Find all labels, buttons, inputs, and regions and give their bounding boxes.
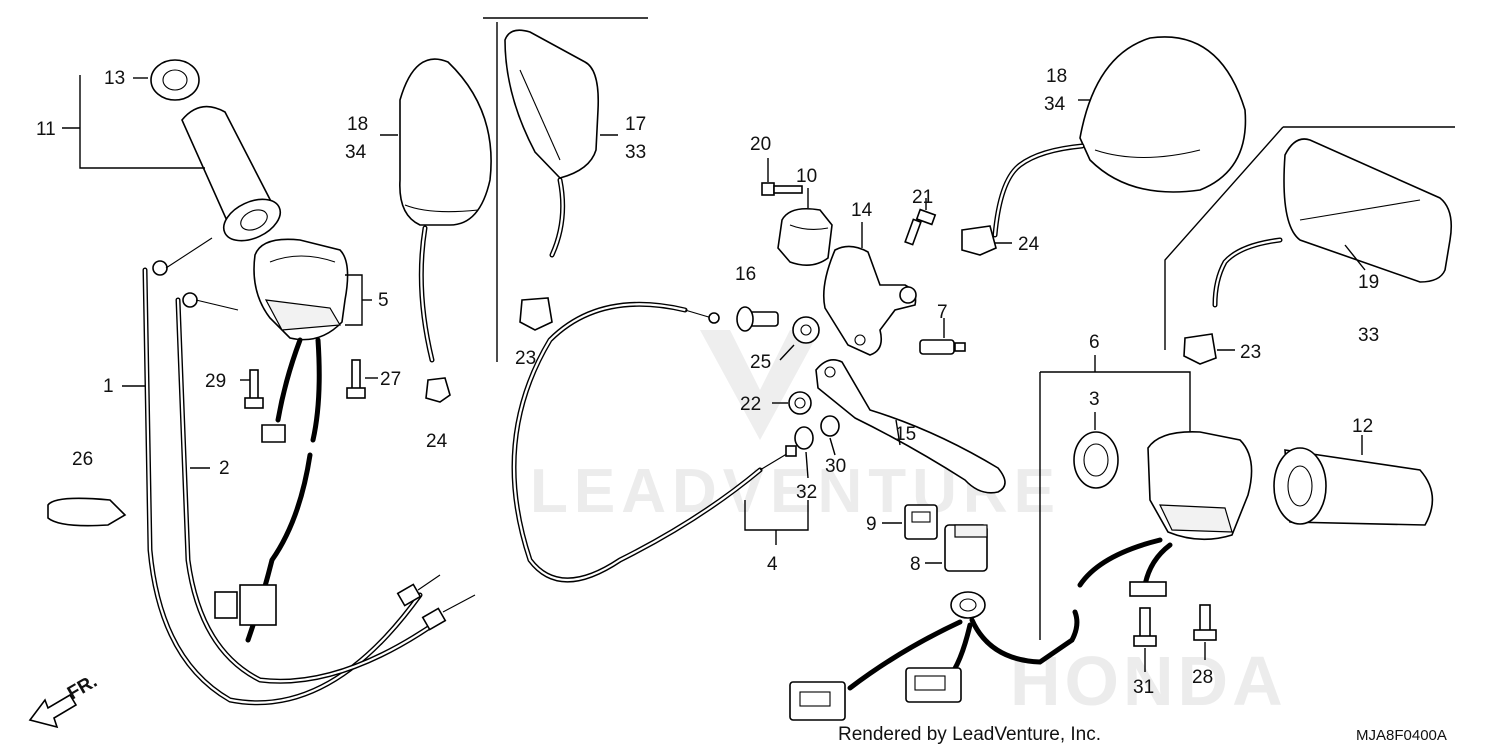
- callout-26: 26: [72, 449, 93, 470]
- bushing-3: [1073, 431, 1119, 489]
- clutch-lever-15: [815, 359, 1006, 494]
- callout-33-right: 33: [1358, 325, 1379, 346]
- callout-28: 28: [1192, 667, 1213, 688]
- adjuster-16: [736, 306, 779, 332]
- screw-21: [904, 208, 937, 246]
- callout-27: 27: [380, 369, 401, 390]
- right-connector-b: [905, 667, 962, 703]
- left-connector: [239, 584, 277, 626]
- callout-labels: 13 11 1 2 26 5 29 27 18 34 24 17 33 23 2…: [36, 66, 1379, 698]
- bolt-20: [761, 182, 803, 196]
- callout-12: 12: [1352, 416, 1373, 437]
- bushing-32: [794, 426, 814, 450]
- nut-23-right: [1183, 333, 1217, 365]
- screw-29: [244, 369, 264, 409]
- clutch-cable: [511, 301, 797, 583]
- callout-6: 6: [1089, 332, 1100, 353]
- nut-24-right: [961, 225, 997, 256]
- callout-23-right: 23: [1240, 342, 1261, 363]
- callout-16: 16: [735, 264, 756, 285]
- callout-31: 30: [825, 456, 846, 477]
- screw-28: [1193, 604, 1217, 641]
- relay-9: [904, 504, 938, 540]
- right-connector-a: [789, 681, 846, 721]
- callout-5: 5: [378, 290, 389, 311]
- nut-31: [820, 415, 840, 437]
- callout-8: 8: [910, 554, 921, 575]
- callout-14: 14: [851, 200, 873, 221]
- callout-25: 25: [750, 352, 771, 373]
- callout-20: 20: [750, 134, 771, 155]
- callout-33-left: 33: [625, 142, 646, 163]
- callout-21: 21: [912, 187, 933, 208]
- right-switch-housing: [1077, 431, 1253, 597]
- watermark-brand: HONDA: [1010, 642, 1287, 720]
- callout-1: 1: [103, 376, 114, 397]
- callout-2: 2: [219, 458, 230, 479]
- callout-17: 17: [625, 114, 646, 135]
- right-harness: [789, 591, 1080, 721]
- right-mirror-18: [992, 36, 1247, 238]
- lever-bracket-14: [822, 245, 917, 356]
- nut-24-left: [425, 377, 451, 403]
- callout-22: 22: [740, 394, 761, 415]
- callout-23-left: 23: [515, 348, 536, 369]
- nut-23-left: [519, 297, 553, 331]
- callout-11: 11: [36, 119, 56, 140]
- callout-29: 29: [205, 371, 226, 392]
- nut-25: [792, 316, 820, 344]
- callout-10: 10: [796, 166, 817, 187]
- throttle-grip: [150, 59, 282, 242]
- callout-4: 4: [767, 554, 778, 575]
- render-credit: Rendered by LeadVenture, Inc.: [838, 724, 1101, 745]
- callout-3: 3: [1089, 389, 1100, 410]
- clutch-switch-7: [919, 339, 966, 355]
- callout-19: 19: [1358, 272, 1379, 293]
- callout-30: 31: [1133, 677, 1154, 698]
- right-mirror-17: [504, 29, 600, 258]
- left-mirror: [399, 58, 492, 363]
- callout-18-left: 18: [347, 114, 368, 135]
- cable-clip-26: [47, 497, 127, 527]
- callout-18-right: 18: [1046, 66, 1067, 87]
- callout-34-right: 34: [1044, 94, 1066, 115]
- callout-13: 13: [104, 68, 125, 89]
- screw-30: [1133, 607, 1157, 647]
- screw-27: [346, 359, 366, 399]
- relay-8: [944, 524, 988, 572]
- watermark-logo-icon: [700, 330, 820, 440]
- front-direction-arrow-icon: [28, 693, 78, 729]
- callout-7: 7: [937, 302, 948, 323]
- grip-end-cap-13: [150, 59, 200, 101]
- drawing-code: MJA8F0400A: [1356, 727, 1447, 744]
- bolt-22: [788, 391, 812, 415]
- callout-24-left: 24: [426, 431, 448, 452]
- callout-24-right: 24: [1018, 234, 1040, 255]
- throttle-cables: [142, 237, 476, 706]
- holder-10: [777, 207, 833, 266]
- left-switch-housing: [253, 238, 349, 443]
- callout-32: 32: [796, 482, 817, 503]
- right-mirror-19: [1212, 138, 1453, 308]
- callout-15: 15: [895, 424, 916, 445]
- right-grip-12: [1273, 447, 1434, 526]
- callout-9: 9: [866, 514, 877, 535]
- callout-34-left: 34: [345, 142, 367, 163]
